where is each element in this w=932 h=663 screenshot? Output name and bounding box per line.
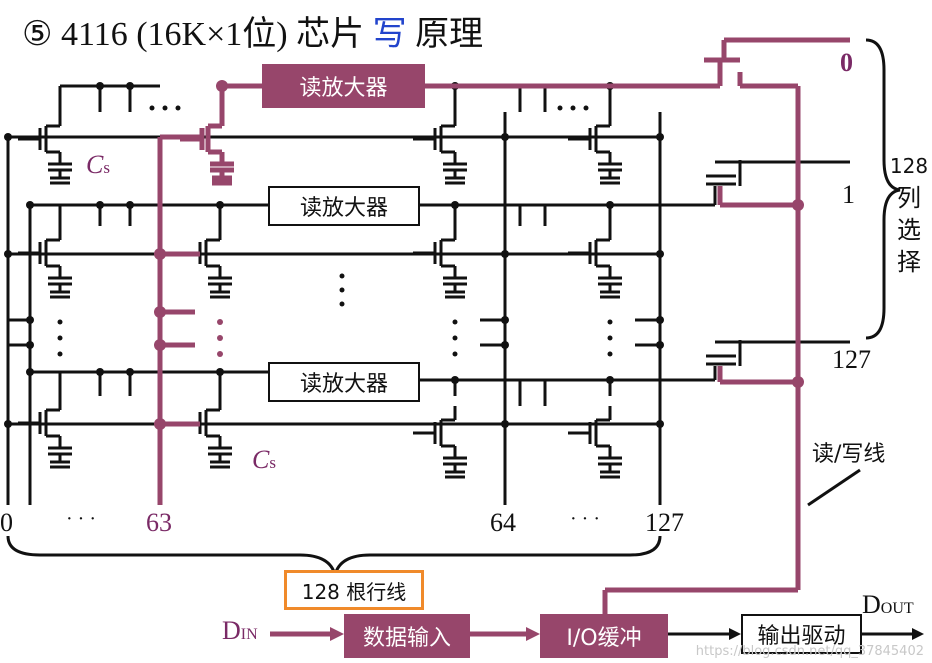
cs-label-top-main: C [86,150,104,179]
column-select-127: 127 [832,345,871,374]
column-select-1: 1 [842,180,855,209]
cs-label-bottom-main: C [252,445,270,474]
sense-amp-127: 读放大器 [268,362,420,402]
column-select-brace [865,38,901,340]
column-select-label: 128 列 选 择 [888,150,930,278]
title-highlight: 写 [372,16,407,53]
column-label-0: 0 [0,508,13,537]
title-text-before: 4116 (16K×1位) 芯片 [60,16,365,53]
output-driver-box: 输出驱动 [741,614,862,654]
write-path-highlight [157,37,850,637]
cs-label-bottom-sub: s [269,453,276,472]
column-select-label-line-2: 选 [897,216,921,244]
data-input-box: 数据输入 [344,614,470,658]
column-select-label-line-3: 择 [897,248,921,276]
watermark: https://blog.csdn.net/qq_37845402 [695,644,924,659]
page-title: ⑤ 4116 (16K×1位) 芯片 写 原理 [22,6,483,55]
write-path-dots [154,80,804,430]
column-label-right-dots: · · · [570,508,600,530]
dout-label: DOUT [862,590,914,620]
dout-main: D [862,590,881,619]
title-number: ⑤ [22,16,53,53]
din-label: DIN [222,616,258,646]
title-text-after: 原理 [415,16,484,53]
cs-label-top: Cs [86,150,110,180]
dout-sub: OUT [880,600,914,617]
column-select-label-line-1: 列 [897,184,921,212]
column-select-label-line-0: 128 [889,154,929,178]
cs-label-bottom: Cs [252,445,276,475]
bit-line-wiring [6,84,918,636]
column-label-127: 127 [645,508,684,537]
din-sub: IN [240,626,258,643]
column-label-left-dots: · · · [66,508,96,530]
sense-amp-0: 读放大器 [262,64,425,108]
arrowheads [729,628,924,640]
column-label-63: 63 [146,508,172,537]
rw-line-label: 读/写线 [812,442,886,467]
write-path-arrowheads [330,627,540,641]
row-lines-label: 128 根行线 [284,570,424,610]
io-buffer-box: I/O缓冲 [540,614,668,658]
column-label-64: 64 [490,508,516,537]
cs-label-top-sub: s [103,158,110,177]
ellipsis-dots [57,105,613,357]
write-path-cell [180,112,234,183]
din-main: D [222,616,241,645]
column-select-0: 0 [840,48,853,77]
sense-amp-1: 读放大器 [268,186,420,226]
